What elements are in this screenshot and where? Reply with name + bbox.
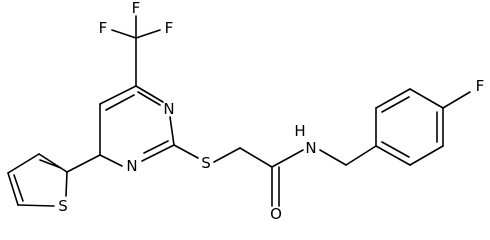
bond-ph-c5-c6 — [409, 145, 444, 166]
atom-f-top-left: F — [99, 19, 108, 37]
atom-f-phenyl: F — [476, 77, 485, 95]
bond-ch2-co — [239, 147, 273, 168]
bond-ph-c6-c1 — [375, 145, 411, 166]
atom-o-carbonyl: O — [270, 205, 282, 222]
atom-f-top-right: F — [165, 19, 174, 37]
bond-thio-c2-c3 — [38, 153, 68, 173]
bond-pyr-c5-c4 — [99, 85, 137, 105]
atom-n-pyrimidine-3: N — [163, 100, 174, 118]
bond-thio-c2-c3-double — [39, 159, 62, 169]
bond-ph-c2-c3-double — [381, 96, 410, 113]
bond-pyr-c2-n1 — [141, 144, 175, 162]
molecule-diagram: F F F N N S S N H O F — [7, 0, 485, 222]
bond-thio-c4-c5 — [7, 172, 19, 206]
bond-ph-c3-c4 — [409, 88, 444, 109]
bond-ph-c2-c3 — [375, 88, 411, 109]
bond-n-ch2 — [319, 149, 347, 166]
atom-s-thioether: S — [201, 154, 211, 172]
bond-pyr-n1-c6 — [99, 154, 123, 167]
atom-h-amide: H — [294, 122, 305, 140]
structure-svg: F F F N N S S N H O F — [7, 0, 485, 222]
bond-co-n — [271, 149, 304, 168]
atom-n-amide: N — [305, 139, 316, 157]
bond-pyr-c5-c4-double — [105, 94, 135, 111]
bond-thio-c5-s — [17, 204, 55, 207]
bond-cf3-f1 — [111, 29, 137, 39]
bond-thio-c3-c4 — [7, 153, 40, 174]
atom-s-thiophene: S — [58, 197, 68, 215]
bond-c2-s — [173, 144, 199, 159]
bond-thio-c4-c5-double — [13, 174, 24, 202]
bond-ph-c6-c1-double — [381, 141, 410, 158]
bond-pyr-c4-n3 — [135, 85, 164, 103]
atom-n-pyrimidine-1: N — [126, 157, 137, 175]
bond-s-ch2 — [213, 147, 241, 163]
bond-ph-c4-f — [442, 91, 471, 109]
bond-pyr-c4-n3-double — [137, 91, 161, 106]
bond-ch2-phenyl — [345, 145, 377, 166]
bond-cf3-f2 — [135, 29, 161, 39]
bond-pyr-thiophene — [66, 154, 101, 173]
bond-pyr-c2-n1-double — [143, 140, 169, 154]
bond-thio-s-c2 — [65, 171, 68, 197]
atom-f-top-center: F — [132, 0, 141, 17]
bond-pyr-n3-c2 — [169, 116, 175, 146]
